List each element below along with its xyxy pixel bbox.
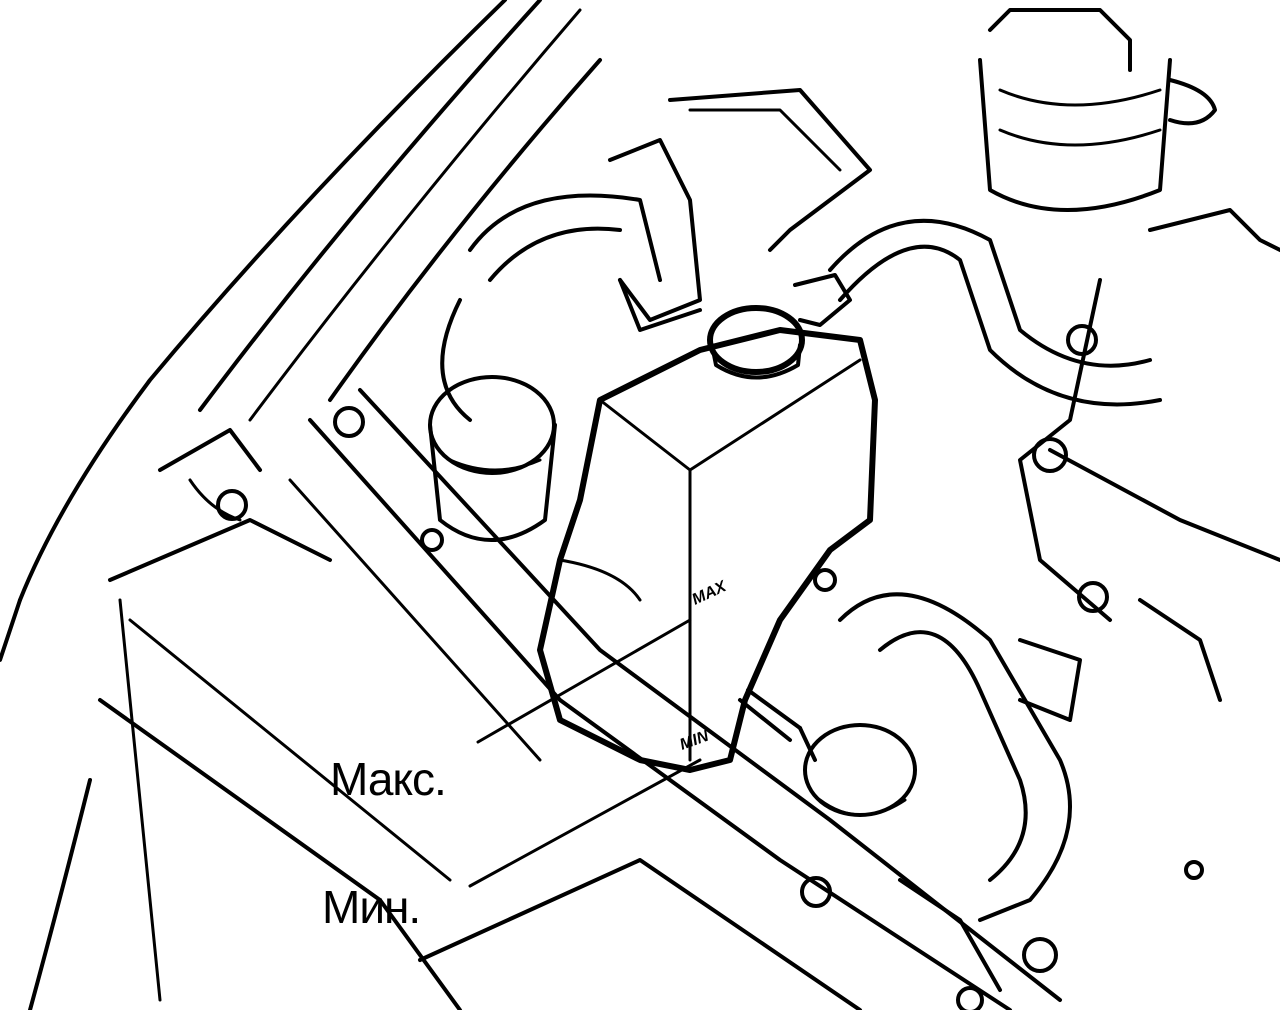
leader-max xyxy=(476,618,692,744)
reservoir-cap-left xyxy=(428,375,557,542)
radiator-support xyxy=(288,388,1062,1010)
leader-min xyxy=(468,758,702,888)
right-bracket xyxy=(1018,208,1280,622)
fender-panel xyxy=(98,406,462,1010)
callout-leaders xyxy=(468,618,702,888)
coolant-tank xyxy=(537,327,878,773)
hood-edge xyxy=(0,0,602,1010)
tank-min-mark: MIN xyxy=(678,728,712,754)
label-min-level: Мин. xyxy=(322,881,421,933)
power-steering-reservoir xyxy=(978,8,1217,212)
lower-hose xyxy=(838,592,1222,992)
overflow-hose xyxy=(738,688,917,817)
upper-hoses xyxy=(440,193,1162,422)
tank-level-marks: MAX MIN xyxy=(678,578,731,754)
tank-max-mark: MAX xyxy=(690,578,731,609)
label-max-level: Макс. xyxy=(330,753,447,805)
sensor-bracket xyxy=(608,88,872,332)
coolant-tank-cap xyxy=(707,273,852,380)
bolts xyxy=(813,568,1058,1010)
